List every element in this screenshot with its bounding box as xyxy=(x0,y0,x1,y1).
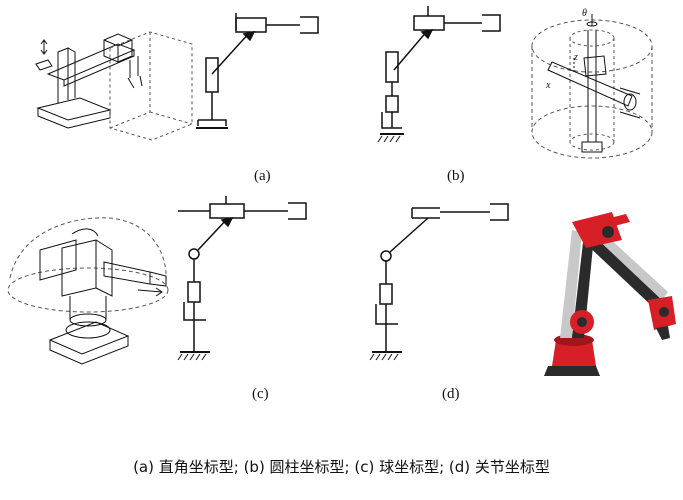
articulated-robot-photo xyxy=(544,212,676,376)
x-label: x xyxy=(546,80,551,91)
panel-label-d: (d) xyxy=(442,386,460,402)
schematic-b xyxy=(377,6,501,143)
figure-caption: (a) 直角坐标型; (b) 圆柱坐标型; (c) 球坐标型; (d) 关节坐标… xyxy=(133,458,550,476)
cartesian-robot-sketch xyxy=(35,31,193,141)
theta-label: θ xyxy=(582,8,587,19)
panel-label-a: (a) xyxy=(254,168,271,184)
cylindrical-robot-sketch xyxy=(531,14,653,159)
schematic-d xyxy=(369,203,509,361)
panel-label-b: (b) xyxy=(447,168,465,184)
spherical-robot-sketch xyxy=(7,217,169,365)
panel-label-c: (c) xyxy=(252,386,269,402)
schematic-a xyxy=(196,13,319,129)
schematic-c xyxy=(177,196,307,361)
z-label: z xyxy=(574,52,578,63)
